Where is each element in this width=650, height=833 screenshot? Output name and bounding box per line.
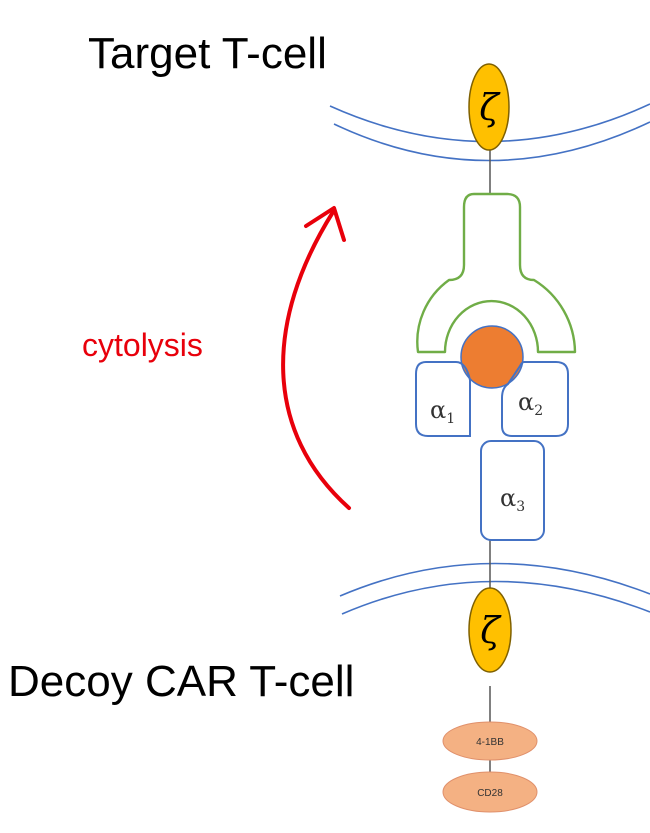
decoy-cell-membrane [339,562,650,615]
costim-cd28-label: CD28 [477,788,503,799]
alpha2-domain: α2 [501,361,569,437]
alpha2-label: α2 [518,388,543,419]
costim-4-1bb-label: 4-1BB [476,737,504,748]
costim-cd28-domain: CD28 [442,771,538,813]
zeta-top-symbol: ζ [479,88,501,129]
peptide-antigen [460,325,524,389]
target-cell-label: Target T-cell [88,29,327,78]
decoy-cell-label: Decoy CAR T-cell [8,657,354,706]
tcr-receptor-stalk [416,192,577,354]
alpha3-label: α3 [500,484,525,515]
cytolysis-label: cytolysis [82,327,203,363]
alpha1-label: α1 [430,396,455,427]
alpha3-domain: α3 [480,440,545,541]
zeta-chain-bottom: ζ [468,587,512,673]
cytolysis-arrow [281,206,351,510]
costim-4-1bb-domain: 4-1BB [442,721,538,761]
zeta-bottom-symbol: ζ [480,611,502,652]
zeta-chain-top: ζ [468,63,510,151]
alpha1-domain: α1 [415,361,471,437]
